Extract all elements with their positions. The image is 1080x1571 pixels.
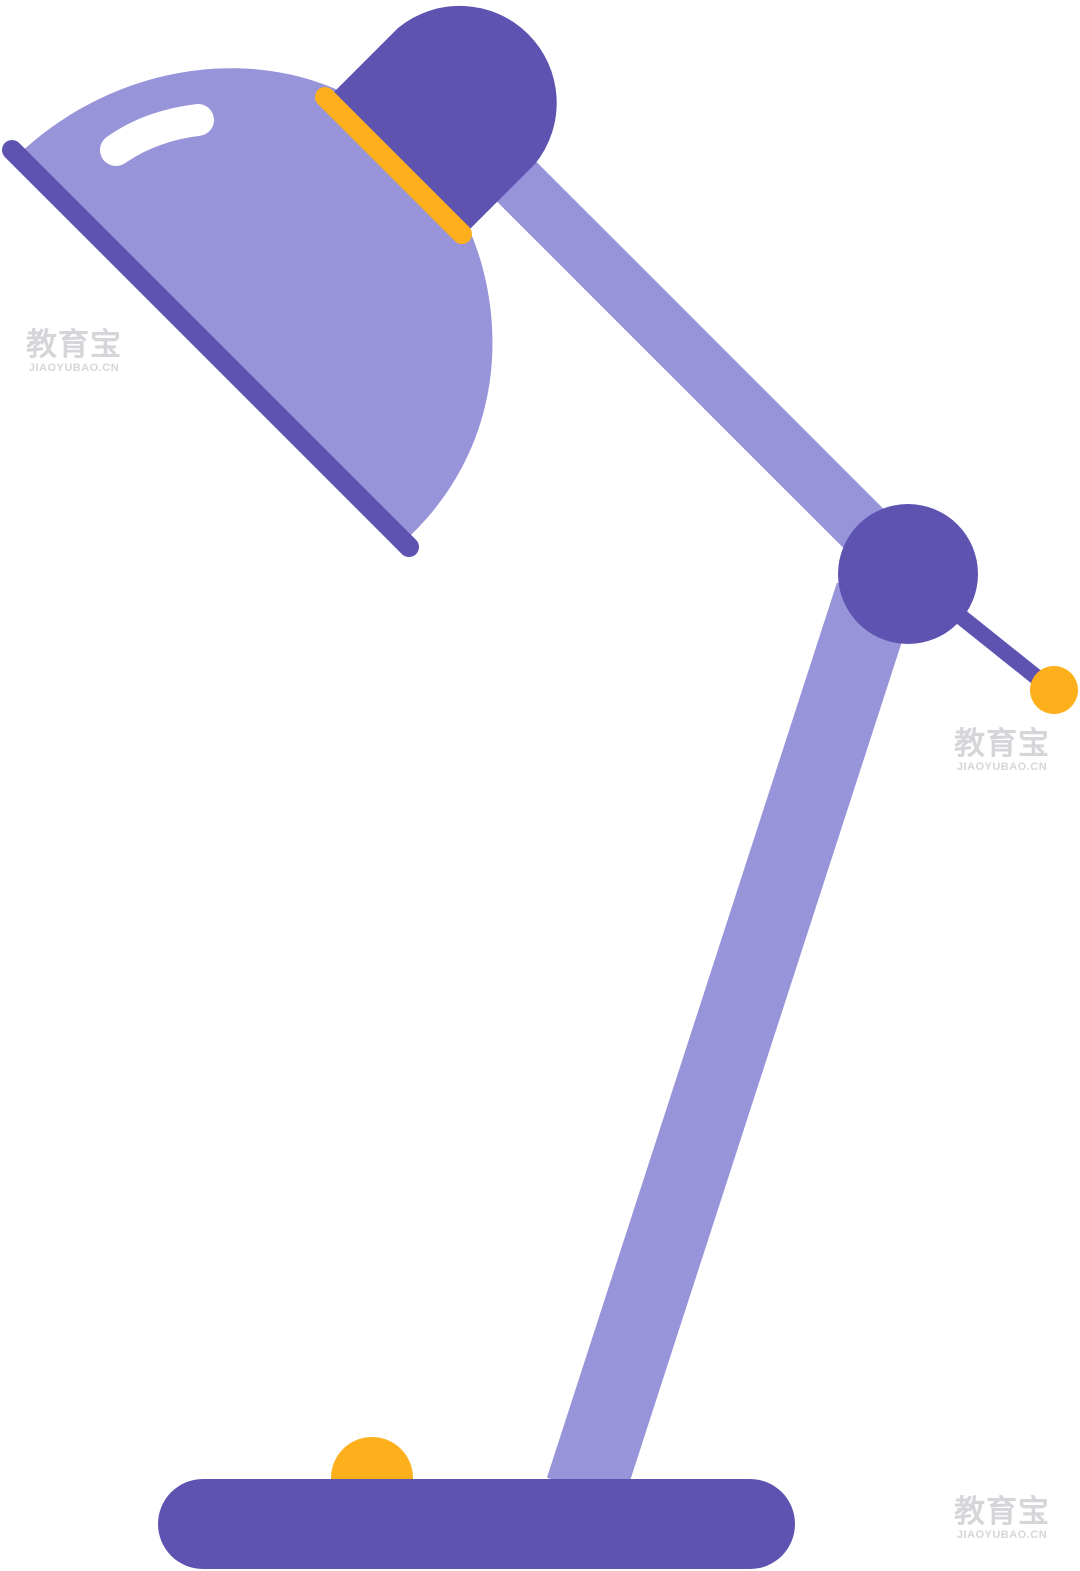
counterweight-knob	[1030, 666, 1078, 714]
lamp-base	[158, 1479, 795, 1569]
watermark-logo: 教育宝 JIAOYUBAO.CN	[946, 727, 1058, 773]
watermark-cn: 教育宝	[26, 327, 122, 363]
watermark-logo: 教育宝 JIAOYUBAO.CN	[18, 328, 130, 374]
watermark-en: JIAOYUBAO.CN	[28, 362, 120, 374]
watermark-en: JIAOYUBAO.CN	[956, 761, 1048, 773]
watermark-logo: 教育宝 JIAOYUBAO.CN	[946, 1495, 1058, 1541]
shade-rim	[2, 140, 419, 557]
lamp-shade	[18, 68, 493, 545]
elbow-joint	[838, 504, 978, 644]
lamp-head-cap	[330, 5, 557, 233]
upper-arm	[475, 140, 925, 590]
shade-highlight	[100, 104, 214, 166]
watermark-en: JIAOYUBAO.CN	[956, 1529, 1048, 1541]
head-collar	[315, 87, 472, 244]
watermark-cn: 教育宝	[954, 726, 1050, 762]
lower-arm	[546, 582, 914, 1503]
watermark-cn: 教育宝	[954, 1494, 1050, 1530]
